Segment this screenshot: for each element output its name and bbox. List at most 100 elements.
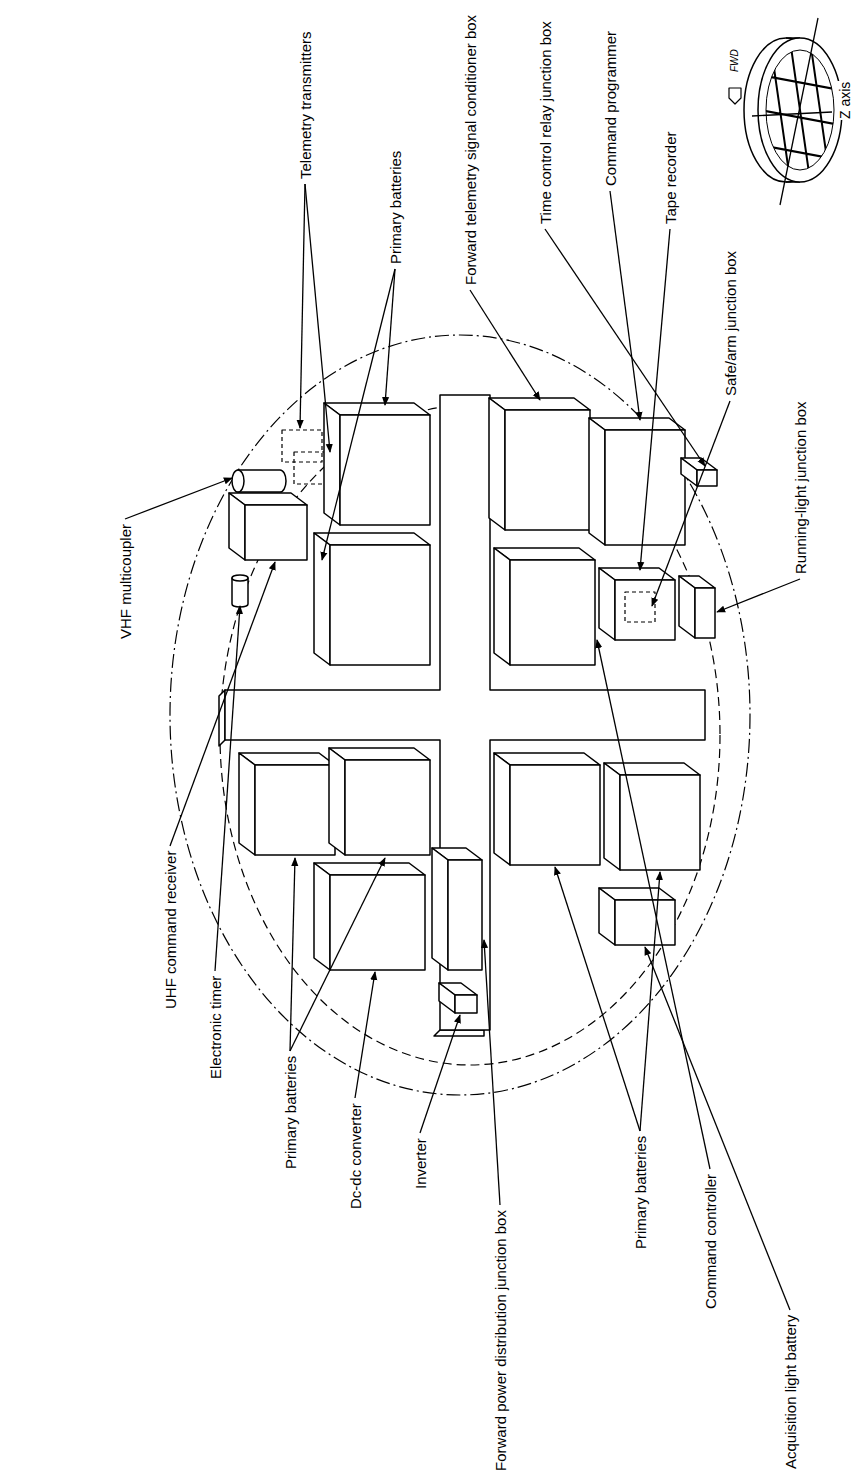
part-label: Primary batteries [387, 150, 404, 265]
part-label: Command programmer [602, 30, 619, 187]
mounting-cross [219, 395, 705, 1036]
battery-box [604, 763, 700, 870]
timer-cylinder-part [232, 575, 248, 581]
controller-box-part [494, 548, 595, 560]
leader-line [640, 229, 670, 570]
part-label: UHF command receiver [162, 850, 179, 1010]
battery-box-part [314, 533, 330, 665]
conditioner-box-part [505, 410, 590, 530]
multicoupler-cylinder-part [232, 470, 244, 492]
leader-line [170, 562, 275, 846]
battery-box [314, 533, 430, 665]
leader-line [290, 858, 385, 1051]
leader-line [305, 184, 330, 452]
junction-box-part [432, 848, 448, 970]
part-label: Electronic timer [207, 975, 224, 1080]
controller-box-part [494, 548, 510, 665]
converter-box [314, 863, 425, 970]
leader-line [215, 606, 240, 971]
orientation-icon [729, 18, 842, 205]
multicoupler-cylinder-part [238, 470, 286, 492]
leader-line [322, 269, 395, 560]
leader-line [610, 191, 640, 420]
part-label: Inverter [412, 1137, 429, 1190]
converter-box-part [330, 875, 425, 970]
multicoupler-cylinder [232, 470, 286, 492]
relay-box-part [697, 470, 717, 486]
leader-line [652, 401, 730, 606]
recorder-box-part [615, 580, 675, 640]
axis-label: FWD [729, 48, 741, 73]
part-label: Forward telemetry signal conditioner box [462, 14, 479, 286]
battery-box [324, 403, 430, 525]
battery-box-part [620, 775, 700, 870]
leader-line [484, 940, 500, 1205]
battery-box-part [494, 753, 510, 865]
inverter-box-part [455, 995, 477, 1013]
battery-box-part [314, 533, 430, 545]
axis-label: Z axis [837, 80, 853, 119]
orientation-icon-part-part [760, 40, 840, 180]
part-label: Primary batteries [632, 1135, 649, 1250]
transmitter-box-part [282, 430, 322, 462]
battery-box-part [330, 545, 430, 665]
part-label: Time control relay junction box [537, 20, 554, 225]
orientation-icon-part [729, 88, 741, 104]
mounting-cross-part [225, 395, 705, 1030]
battery-box-part [239, 753, 255, 855]
battery-box-part [255, 765, 335, 855]
converter-box-part [314, 863, 425, 875]
recorder-box-part [599, 568, 615, 640]
junction-box-part [448, 860, 482, 970]
leader-line [640, 872, 660, 1131]
part-label: Dc-dc converter [347, 1102, 364, 1210]
junction-box-part [679, 576, 695, 638]
part-label: Running-light junction box [792, 400, 809, 575]
battery-box-part [604, 763, 620, 870]
battery-box-part [494, 753, 600, 765]
battery-box [239, 753, 335, 855]
leader-line [545, 229, 705, 466]
battery-box [599, 888, 675, 945]
timer-cylinder-part [232, 578, 248, 607]
receiver-box-part [229, 493, 245, 560]
programmer-box-part [605, 430, 685, 545]
part-label: Command controller [702, 1173, 719, 1310]
receiver-box-part [245, 505, 307, 560]
orientation-icon-part [780, 18, 818, 205]
battery-box-part [345, 760, 430, 855]
timer-cylinder [232, 575, 248, 607]
leader-line [300, 184, 305, 428]
programmer-box-part [589, 418, 605, 545]
part-label: Telemetry transmitters [297, 30, 314, 180]
part-label: Tape recorder [662, 130, 679, 225]
converter-box-part [314, 863, 330, 970]
battery-box-part [329, 748, 430, 760]
orientation-icon-part [752, 112, 832, 116]
conditioner-box-part [489, 398, 505, 530]
leader-line [717, 579, 800, 612]
part-label: Forward power distribution junction box [492, 1209, 509, 1472]
battery-box-part [599, 888, 615, 945]
battery-box-part [340, 415, 430, 525]
outer-envelope [170, 335, 750, 1095]
orientation-icon-part [758, 38, 842, 182]
controller-box [494, 548, 595, 665]
part-label: VHF multicoupler [117, 523, 134, 640]
leader-line [355, 972, 375, 1098]
junction-box [679, 576, 715, 638]
battery-box [329, 748, 430, 855]
part-label: Acquisition light battery [782, 1314, 799, 1470]
recorder-box-part [625, 592, 655, 622]
leader-line [645, 947, 790, 1310]
battery-box-part [324, 403, 340, 525]
leader-line [470, 290, 540, 400]
battery-box-part [615, 900, 675, 945]
part-label: Safe/arm junction box [722, 250, 739, 397]
leader-line [555, 867, 640, 1131]
relay-box-part [681, 458, 697, 486]
controller-box-part [510, 560, 595, 665]
leader-line [597, 640, 710, 1169]
